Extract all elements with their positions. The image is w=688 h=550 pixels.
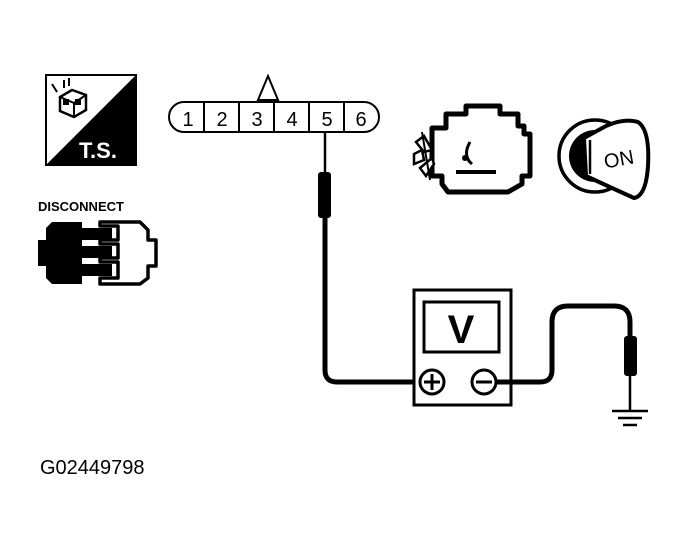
voltmeter: V [412,288,513,407]
positive-probe-lead [318,132,420,385]
key-on-label: ON [602,147,635,174]
ground-symbol-icon [612,409,648,427]
ignition-key-icon: ON [557,118,651,200]
disconnect-connector-icon [38,220,158,286]
pin-4: 4 [286,109,297,131]
disconnect-label: DISCONNECT [38,199,124,214]
pin-6: 6 [355,109,366,131]
connector-lock-tab [256,73,280,101]
ts-badge: T.S. [45,74,137,166]
disconnect-group: DISCONNECT [38,199,158,286]
voltmeter-v-label: V [448,308,475,352]
pin-2: 2 [216,109,227,131]
relay-icon [51,78,88,119]
pin-1: 1 [182,109,193,131]
pin-5: 5 [321,109,332,131]
pin-3: 3 [251,109,262,131]
negative-probe-lead [496,303,637,410]
connector-terminal-block: 1 2 3 4 5 6 [168,73,380,133]
ts-label: T.S. [79,138,117,163]
engine-icon [412,103,533,195]
figure-id: G02449798 [40,457,145,479]
